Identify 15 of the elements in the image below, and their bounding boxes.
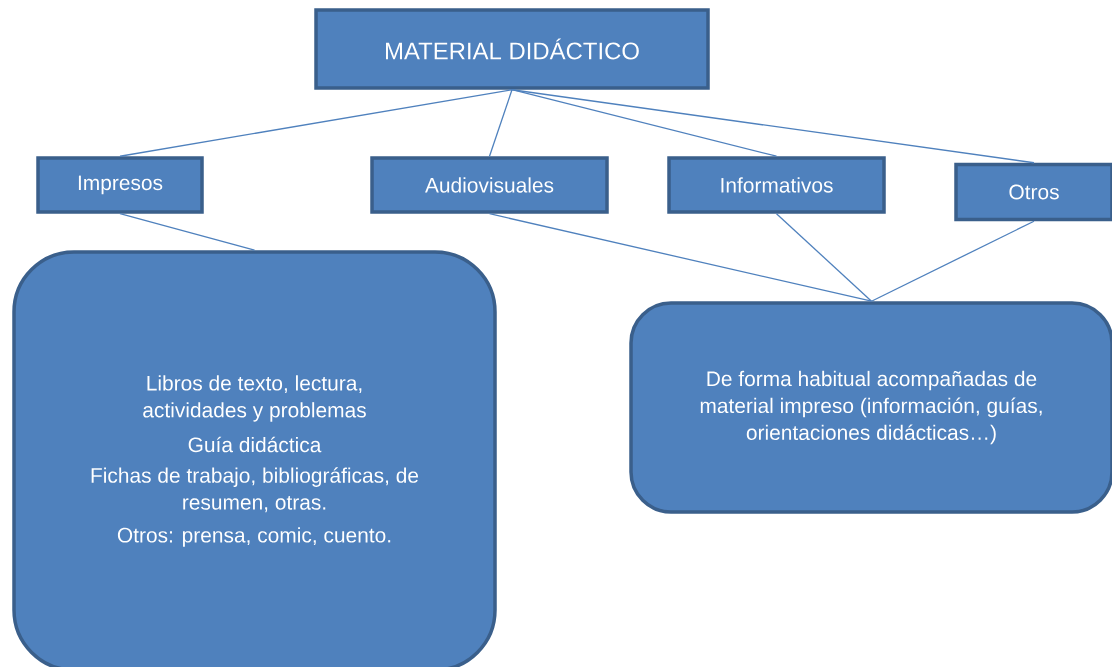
rounded-box: De forma habitual acompañadas de material impreso (información, guías, orientaciones didácticas…)	[629, 301, 1112, 514]
connector-line	[488, 89, 513, 157]
category-box: Informativos	[667, 156, 886, 214]
category-box: Impresos	[36, 156, 204, 214]
category-box: Otros	[954, 162, 1112, 222]
category-box: Audiovisuales	[370, 156, 609, 214]
connector-line	[870, 220, 1035, 302]
connector-line	[775, 213, 873, 302]
title-box: MATERIAL DIDÁCTICO	[314, 8, 710, 90]
connector-line	[119, 213, 256, 251]
connector-line	[511, 89, 1035, 164]
rounded-box: Libros de texto, lectura, actividades y problemas Guía didáctica Fichas de trabajo, bibliográficas, de resumen, otras. Otros: prensa, comic, cuento.	[12, 250, 497, 667]
connector-line	[488, 213, 873, 302]
connector-line	[511, 89, 778, 157]
connector-line	[119, 89, 513, 157]
